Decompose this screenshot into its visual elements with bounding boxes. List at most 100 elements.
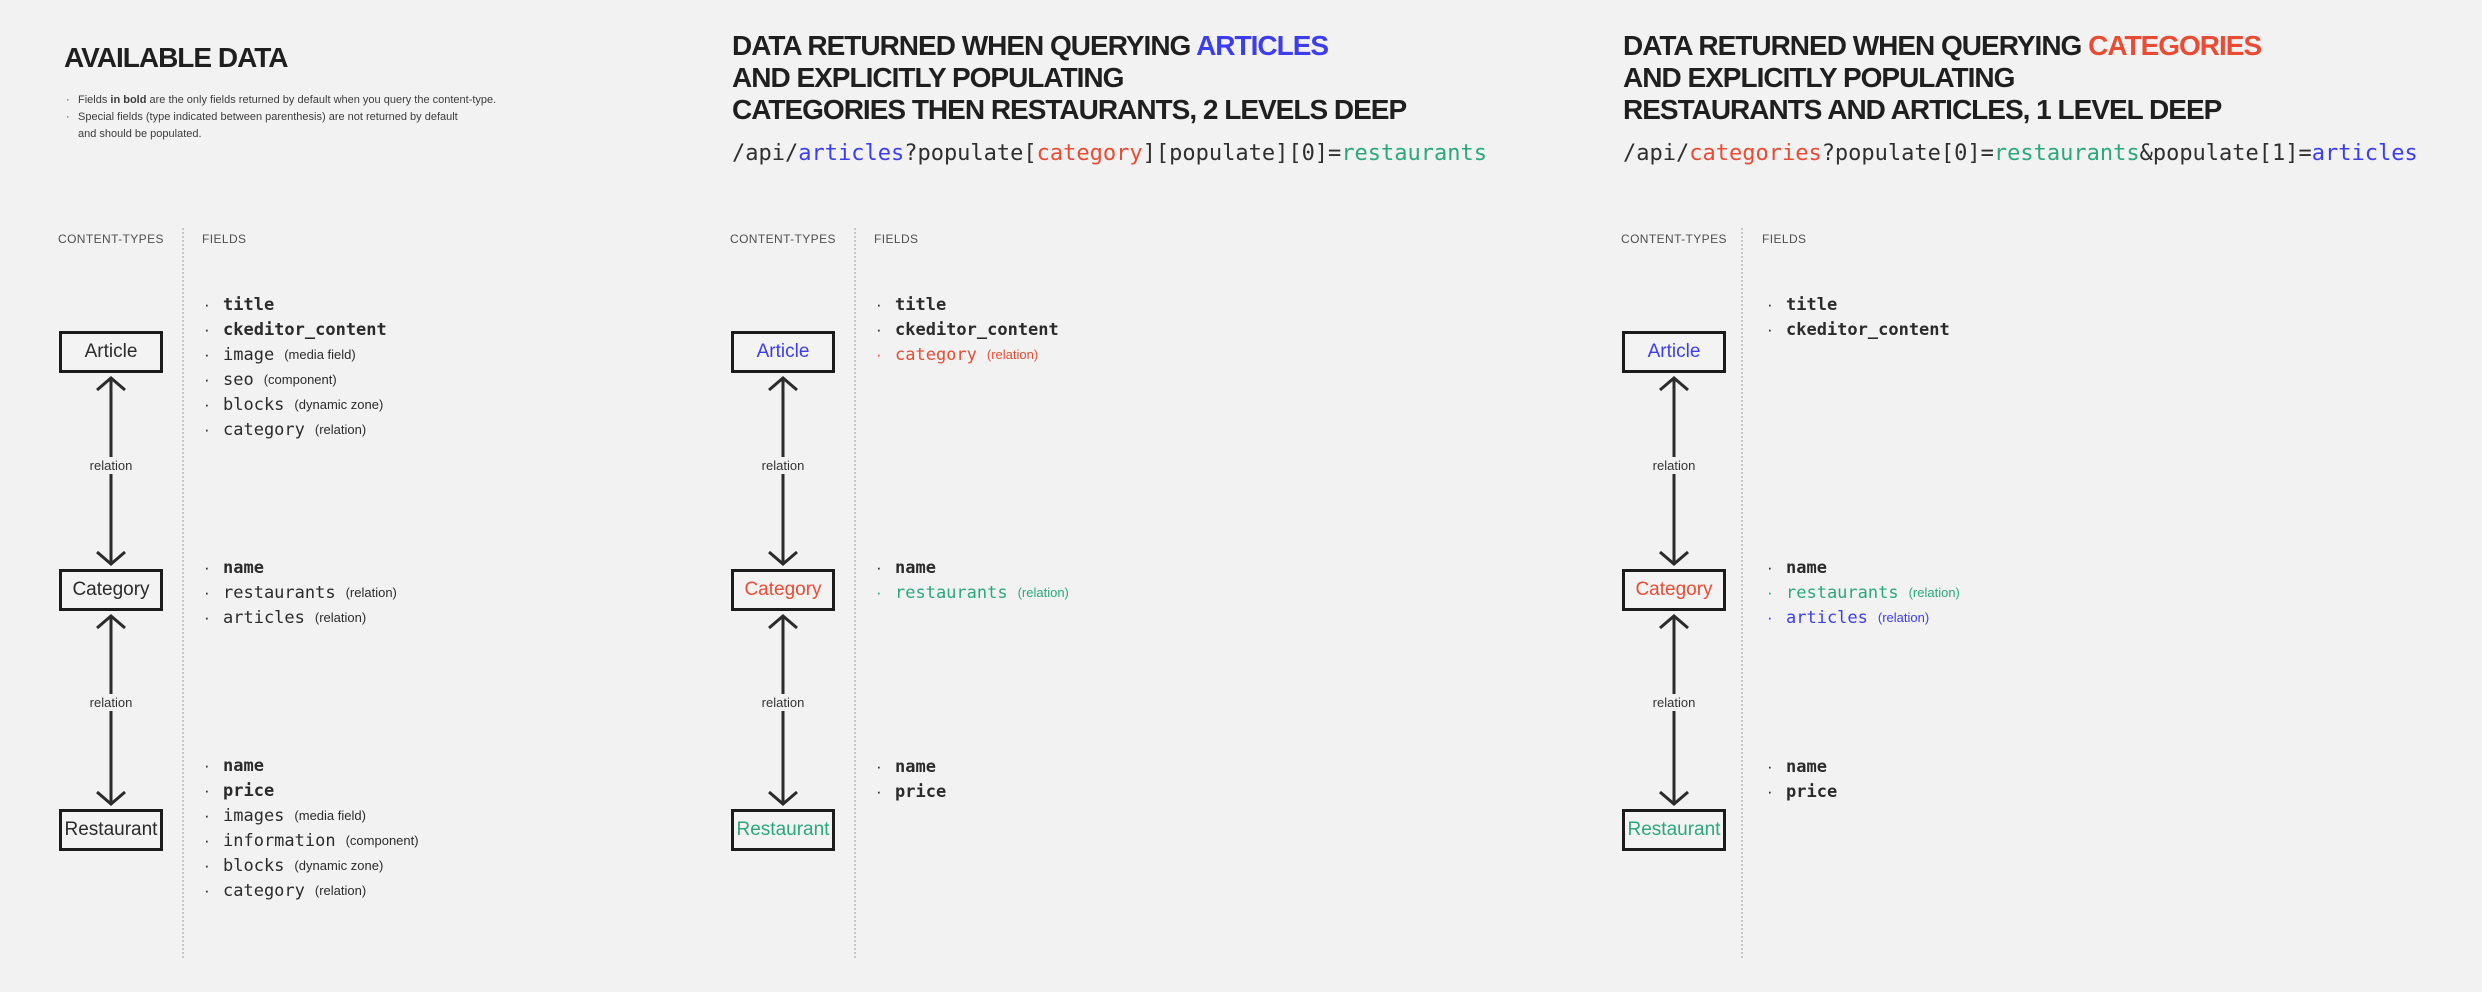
- field-row: · articles (relation): [204, 605, 397, 630]
- bullet-icon: ·: [204, 557, 210, 577]
- relation-label: relation: [756, 457, 810, 474]
- field-name: title: [895, 294, 947, 315]
- field-row: · restaurants (relation): [1767, 580, 1960, 605]
- field-name: category: [223, 880, 305, 901]
- bullet-icon: ·: [204, 855, 210, 875]
- field-name: category: [895, 344, 977, 365]
- bullet-icon: ·: [1767, 781, 1773, 801]
- api-segment: category: [1036, 141, 1143, 166]
- field-name: price: [1786, 781, 1838, 802]
- title-line-1: DATA RETURNED WHEN QUERYING CATEGORIES: [1623, 30, 2262, 61]
- field-name: images: [223, 805, 285, 826]
- bullet-icon: ·: [204, 319, 210, 339]
- content-type-box-restaurant: Restaurant: [59, 809, 163, 851]
- field-name: ckeditor_content: [895, 319, 1059, 340]
- fields-article: · title · ckeditor_content: [1767, 292, 1960, 342]
- field-name: category: [223, 419, 305, 440]
- column-divider: [854, 228, 856, 958]
- fields-category: · name · restaurants (relation): [876, 555, 1069, 605]
- field-type: (dynamic zone): [294, 858, 384, 873]
- bullet-icon: ·: [876, 756, 882, 776]
- field-name: blocks: [223, 394, 285, 415]
- bullet-icon: ·: [66, 111, 70, 123]
- field-row: · title: [876, 292, 1069, 317]
- content-type-box-article: Article: [731, 331, 835, 373]
- field-name: blocks: [223, 855, 285, 876]
- field-name: name: [223, 755, 264, 776]
- field-row: · image (media field): [204, 342, 397, 367]
- title-highlight: CATEGORIES: [2088, 30, 2262, 61]
- relation-label: relation: [84, 694, 138, 711]
- field-row: · information (component): [204, 828, 419, 853]
- column-header-content-types: CONTENT-TYPES: [58, 232, 164, 246]
- relation-label: relation: [756, 694, 810, 711]
- field-type: (component): [263, 372, 337, 387]
- fields-category: · name · restaurants (relation) · articl…: [204, 555, 397, 630]
- bullet-icon: ·: [204, 294, 210, 314]
- api-segment: &populate[1]=: [2139, 141, 2312, 166]
- field-type: (dynamic zone): [294, 397, 384, 412]
- field-type: (relation): [345, 585, 397, 600]
- relation-label: relation: [1647, 457, 1701, 474]
- bullet-icon: ·: [204, 582, 210, 602]
- fields-restaurant: · name · price · images (media field) · …: [204, 753, 419, 903]
- field-name: title: [1786, 294, 1838, 315]
- content-type-box-category: Category: [1622, 569, 1726, 611]
- api-segment: restaurants: [1341, 141, 1488, 166]
- content-type-box-article: Article: [59, 331, 163, 373]
- bullet-icon: ·: [876, 781, 882, 801]
- field-row: · name: [204, 555, 397, 580]
- field-name: name: [895, 756, 936, 777]
- title-line-1: DATA RETURNED WHEN QUERYING ARTICLES: [732, 30, 1329, 61]
- bullet-icon: ·: [1767, 294, 1773, 314]
- bullet-icon: ·: [876, 294, 882, 314]
- bullet-icon: ·: [1767, 557, 1773, 577]
- api-segment: ][populate][0]=: [1142, 141, 1342, 166]
- field-type: (media field): [284, 347, 356, 362]
- legend-notes: · Fields in bold are the only fields ret…: [66, 92, 496, 143]
- field-name: articles: [1786, 607, 1868, 628]
- field-type: (component): [345, 833, 419, 848]
- column-divider: [182, 228, 184, 958]
- fields-article: · title · ckeditor_content · image (medi…: [204, 292, 397, 442]
- field-row: · category (relation): [876, 342, 1069, 367]
- field-row: · images (media field): [204, 803, 419, 828]
- field-type: (relation): [1877, 610, 1930, 625]
- field-name: price: [895, 781, 947, 802]
- fields-category: · name · restaurants (relation) · articl…: [1767, 555, 1960, 630]
- field-row: · name: [1767, 555, 1960, 580]
- field-row: · name: [1767, 754, 1847, 779]
- fields-article: · title · ckeditor_content · category (r…: [876, 292, 1069, 367]
- field-name: name: [223, 557, 264, 578]
- bullet-icon: ·: [1767, 607, 1773, 627]
- field-row: · ckeditor_content: [1767, 317, 1960, 342]
- title-line-3: RESTAURANTS AND ARTICLES, 1 LEVEL DEEP: [1623, 94, 2222, 125]
- bullet-icon: ·: [204, 755, 210, 775]
- bullet-icon: ·: [876, 319, 882, 339]
- fields-restaurant: · name · price: [876, 754, 956, 804]
- field-row: · ckeditor_content: [876, 317, 1069, 342]
- field-name: title: [223, 294, 275, 315]
- api-query: /api/categories?populate[0]=restaurants&…: [1623, 141, 2418, 166]
- field-row: · restaurants (relation): [876, 580, 1069, 605]
- field-type: (relation): [1017, 585, 1069, 600]
- api-query: /api/articles?populate[category][populat…: [732, 141, 1487, 166]
- field-name: name: [1786, 756, 1827, 777]
- bullet-icon: ·: [204, 344, 210, 364]
- field-name: restaurants: [223, 582, 336, 603]
- relation-label: relation: [84, 457, 138, 474]
- note-text: Fields in bold are the only fields retur…: [78, 94, 497, 106]
- column-header-fields: FIELDS: [874, 232, 919, 246]
- panel-query-articles: DATA RETURNED WHEN QUERYING ARTICLES AND…: [672, 0, 1563, 992]
- api-segment: ?populate[: [904, 141, 1037, 166]
- field-row: · seo (component): [204, 367, 397, 392]
- field-row: · name: [204, 753, 419, 778]
- field-row: · price: [876, 779, 956, 804]
- field-row: · articles (relation): [1767, 605, 1960, 630]
- field-row: · title: [1767, 292, 1960, 317]
- note-text: Special fields (type indicated between p…: [78, 111, 458, 140]
- api-segment: restaurants: [1993, 141, 2140, 166]
- field-name: information: [223, 830, 336, 851]
- content-type-box-restaurant: Restaurant: [731, 809, 835, 851]
- bullet-icon: ·: [876, 344, 882, 364]
